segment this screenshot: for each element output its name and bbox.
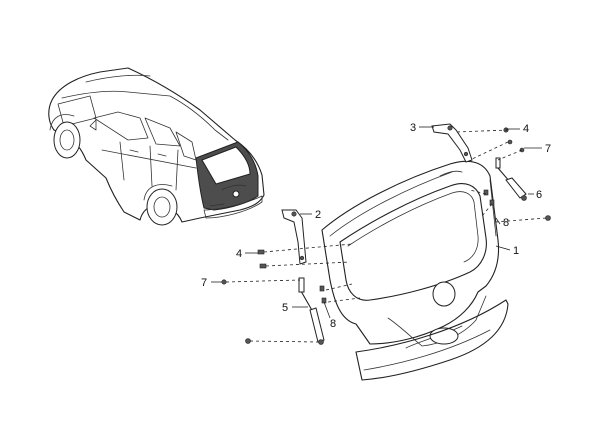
lower-garnish <box>355 299 509 381</box>
hinge-lower <box>281 209 307 265</box>
callout-7-bolt-right: 7 <box>545 143 551 155</box>
leader-lines <box>211 126 542 319</box>
callout-1-tailgate: 1 <box>513 245 519 257</box>
fasteners <box>221 127 551 344</box>
callout-4-bolt-right: 4 <box>523 123 529 135</box>
alignment-lines <box>225 129 547 343</box>
callout-8-bolt-right: 8 <box>503 217 509 229</box>
callout-7-bolt-left: 7 <box>201 277 207 289</box>
car-illustration <box>48 67 265 226</box>
callout-6-gas-strut: 6 <box>536 189 542 201</box>
gas-strut-left <box>298 277 325 345</box>
gas-strut-right <box>495 157 527 201</box>
callout-5-gas-strut: 5 <box>282 302 288 314</box>
callout-2-hinge: 2 <box>315 209 321 221</box>
hinge-upper <box>431 123 473 163</box>
callout-3-hinge: 3 <box>410 122 416 134</box>
callout-8-bolt-left: 8 <box>330 318 336 330</box>
callout-4-bolt-left: 4 <box>236 248 242 260</box>
callout-labels: 1 2 3 4 4 5 6 7 7 8 8 <box>201 122 551 330</box>
tailgate-assembly <box>321 160 500 349</box>
